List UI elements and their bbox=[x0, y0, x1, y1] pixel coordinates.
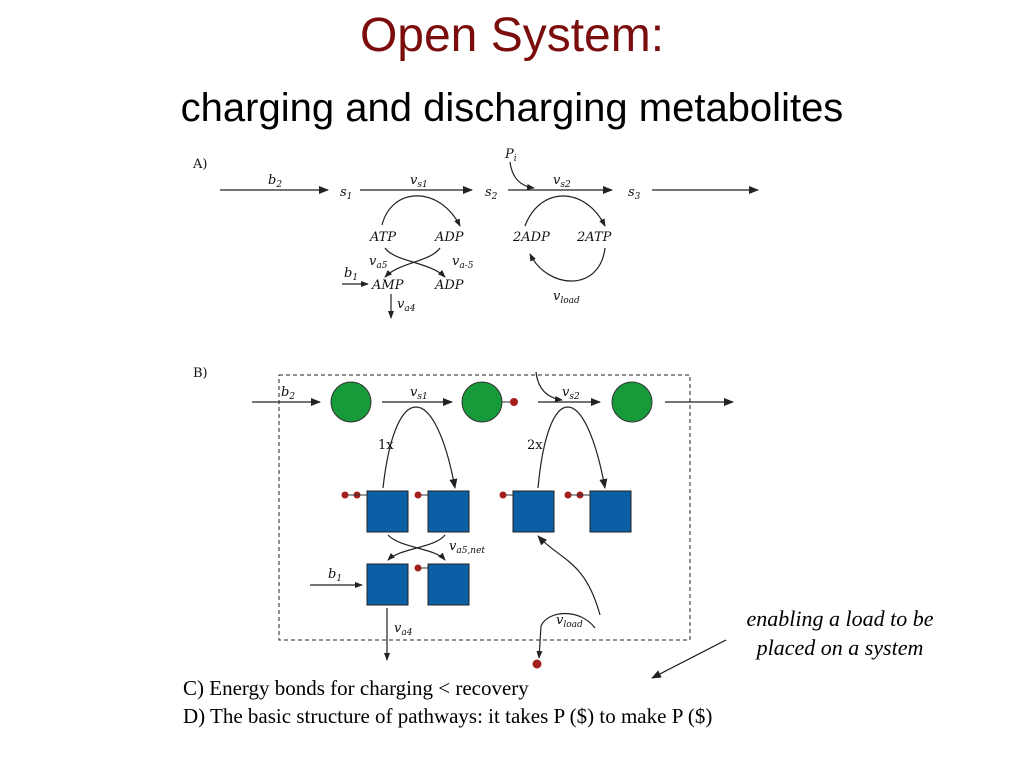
svg-text:b1: b1 bbox=[344, 266, 358, 283]
species-s1: s1 bbox=[340, 185, 352, 202]
cofactor-atp bbox=[366, 490, 409, 533]
slide-subtitle: charging and discharging metabolites bbox=[180, 86, 844, 130]
point-c: C) Energy bonds for charging < recovery bbox=[183, 676, 529, 700]
svg-text:b2: b2 bbox=[268, 173, 282, 190]
annotation-note: enabling a load to be placed on a system bbox=[746, 606, 934, 660]
svg-text:va-5: va-5 bbox=[452, 254, 474, 271]
svg-text:va4: va4 bbox=[397, 297, 416, 314]
panel-a-label: A) bbox=[192, 157, 207, 172]
annotation-arrow bbox=[651, 639, 727, 679]
svg-text:ADP: ADP bbox=[434, 278, 464, 293]
svg-text:b2: b2 bbox=[281, 385, 295, 402]
cofactor-adp-bottom bbox=[427, 563, 470, 606]
svg-text:2ADP: 2ADP bbox=[512, 230, 550, 245]
svg-text:ADP: ADP bbox=[434, 230, 464, 245]
released-phosphate bbox=[532, 659, 542, 669]
cofactor-atp-2 bbox=[589, 490, 632, 533]
system-boundary bbox=[278, 374, 691, 641]
cofactor-adp-2 bbox=[512, 490, 555, 533]
points-list: C) Energy bonds for charging < recovery … bbox=[183, 674, 712, 730]
svg-text:vload: vload bbox=[556, 613, 583, 630]
slide-title: Open System: bbox=[359, 9, 665, 62]
panel-a-labels: A) b2 s1 vs1 s2 Pi vs2 s3 ATP ADP 2ADP 2… bbox=[192, 147, 641, 314]
svg-text:vs2: vs2 bbox=[553, 173, 571, 190]
svg-text:2ATP: 2ATP bbox=[576, 230, 612, 245]
species-s3: s3 bbox=[628, 185, 641, 202]
panel-b-nodes bbox=[330, 381, 653, 669]
svg-text:b1: b1 bbox=[328, 567, 342, 584]
metabolite-s1 bbox=[330, 381, 372, 423]
metabolite-s2 bbox=[461, 381, 503, 423]
panel-b-label: B) bbox=[193, 366, 208, 381]
panel-b-arrows bbox=[252, 371, 734, 661]
phosphate-dot bbox=[510, 398, 518, 406]
svg-text:va5,net: va5,net bbox=[449, 539, 485, 556]
svg-text:vs1: vs1 bbox=[410, 173, 428, 190]
cofactor-adp bbox=[427, 490, 470, 533]
panel-b-labels: b2 vs1 vs2 1x 2x va5,net b1 va4 vload bbox=[281, 385, 583, 638]
metabolite-s3 bbox=[611, 381, 653, 423]
svg-text:va4: va4 bbox=[394, 621, 413, 638]
svg-text:ATP: ATP bbox=[369, 230, 396, 245]
svg-text:vload: vload bbox=[553, 289, 580, 306]
species-s2: s2 bbox=[485, 185, 498, 202]
svg-text:vs1: vs1 bbox=[410, 385, 428, 402]
cofactor-amp bbox=[366, 563, 409, 606]
multiplier-1x: 1x bbox=[378, 438, 394, 453]
svg-text:AMP: AMP bbox=[371, 278, 404, 293]
multiplier-2x: 2x bbox=[527, 438, 543, 453]
svg-text:vs2: vs2 bbox=[562, 385, 580, 402]
svg-text:va5: va5 bbox=[369, 254, 388, 271]
point-d: D) The basic structure of pathways: it t… bbox=[183, 704, 713, 728]
panel-a bbox=[220, 161, 759, 319]
species-pi: Pi bbox=[504, 147, 517, 164]
